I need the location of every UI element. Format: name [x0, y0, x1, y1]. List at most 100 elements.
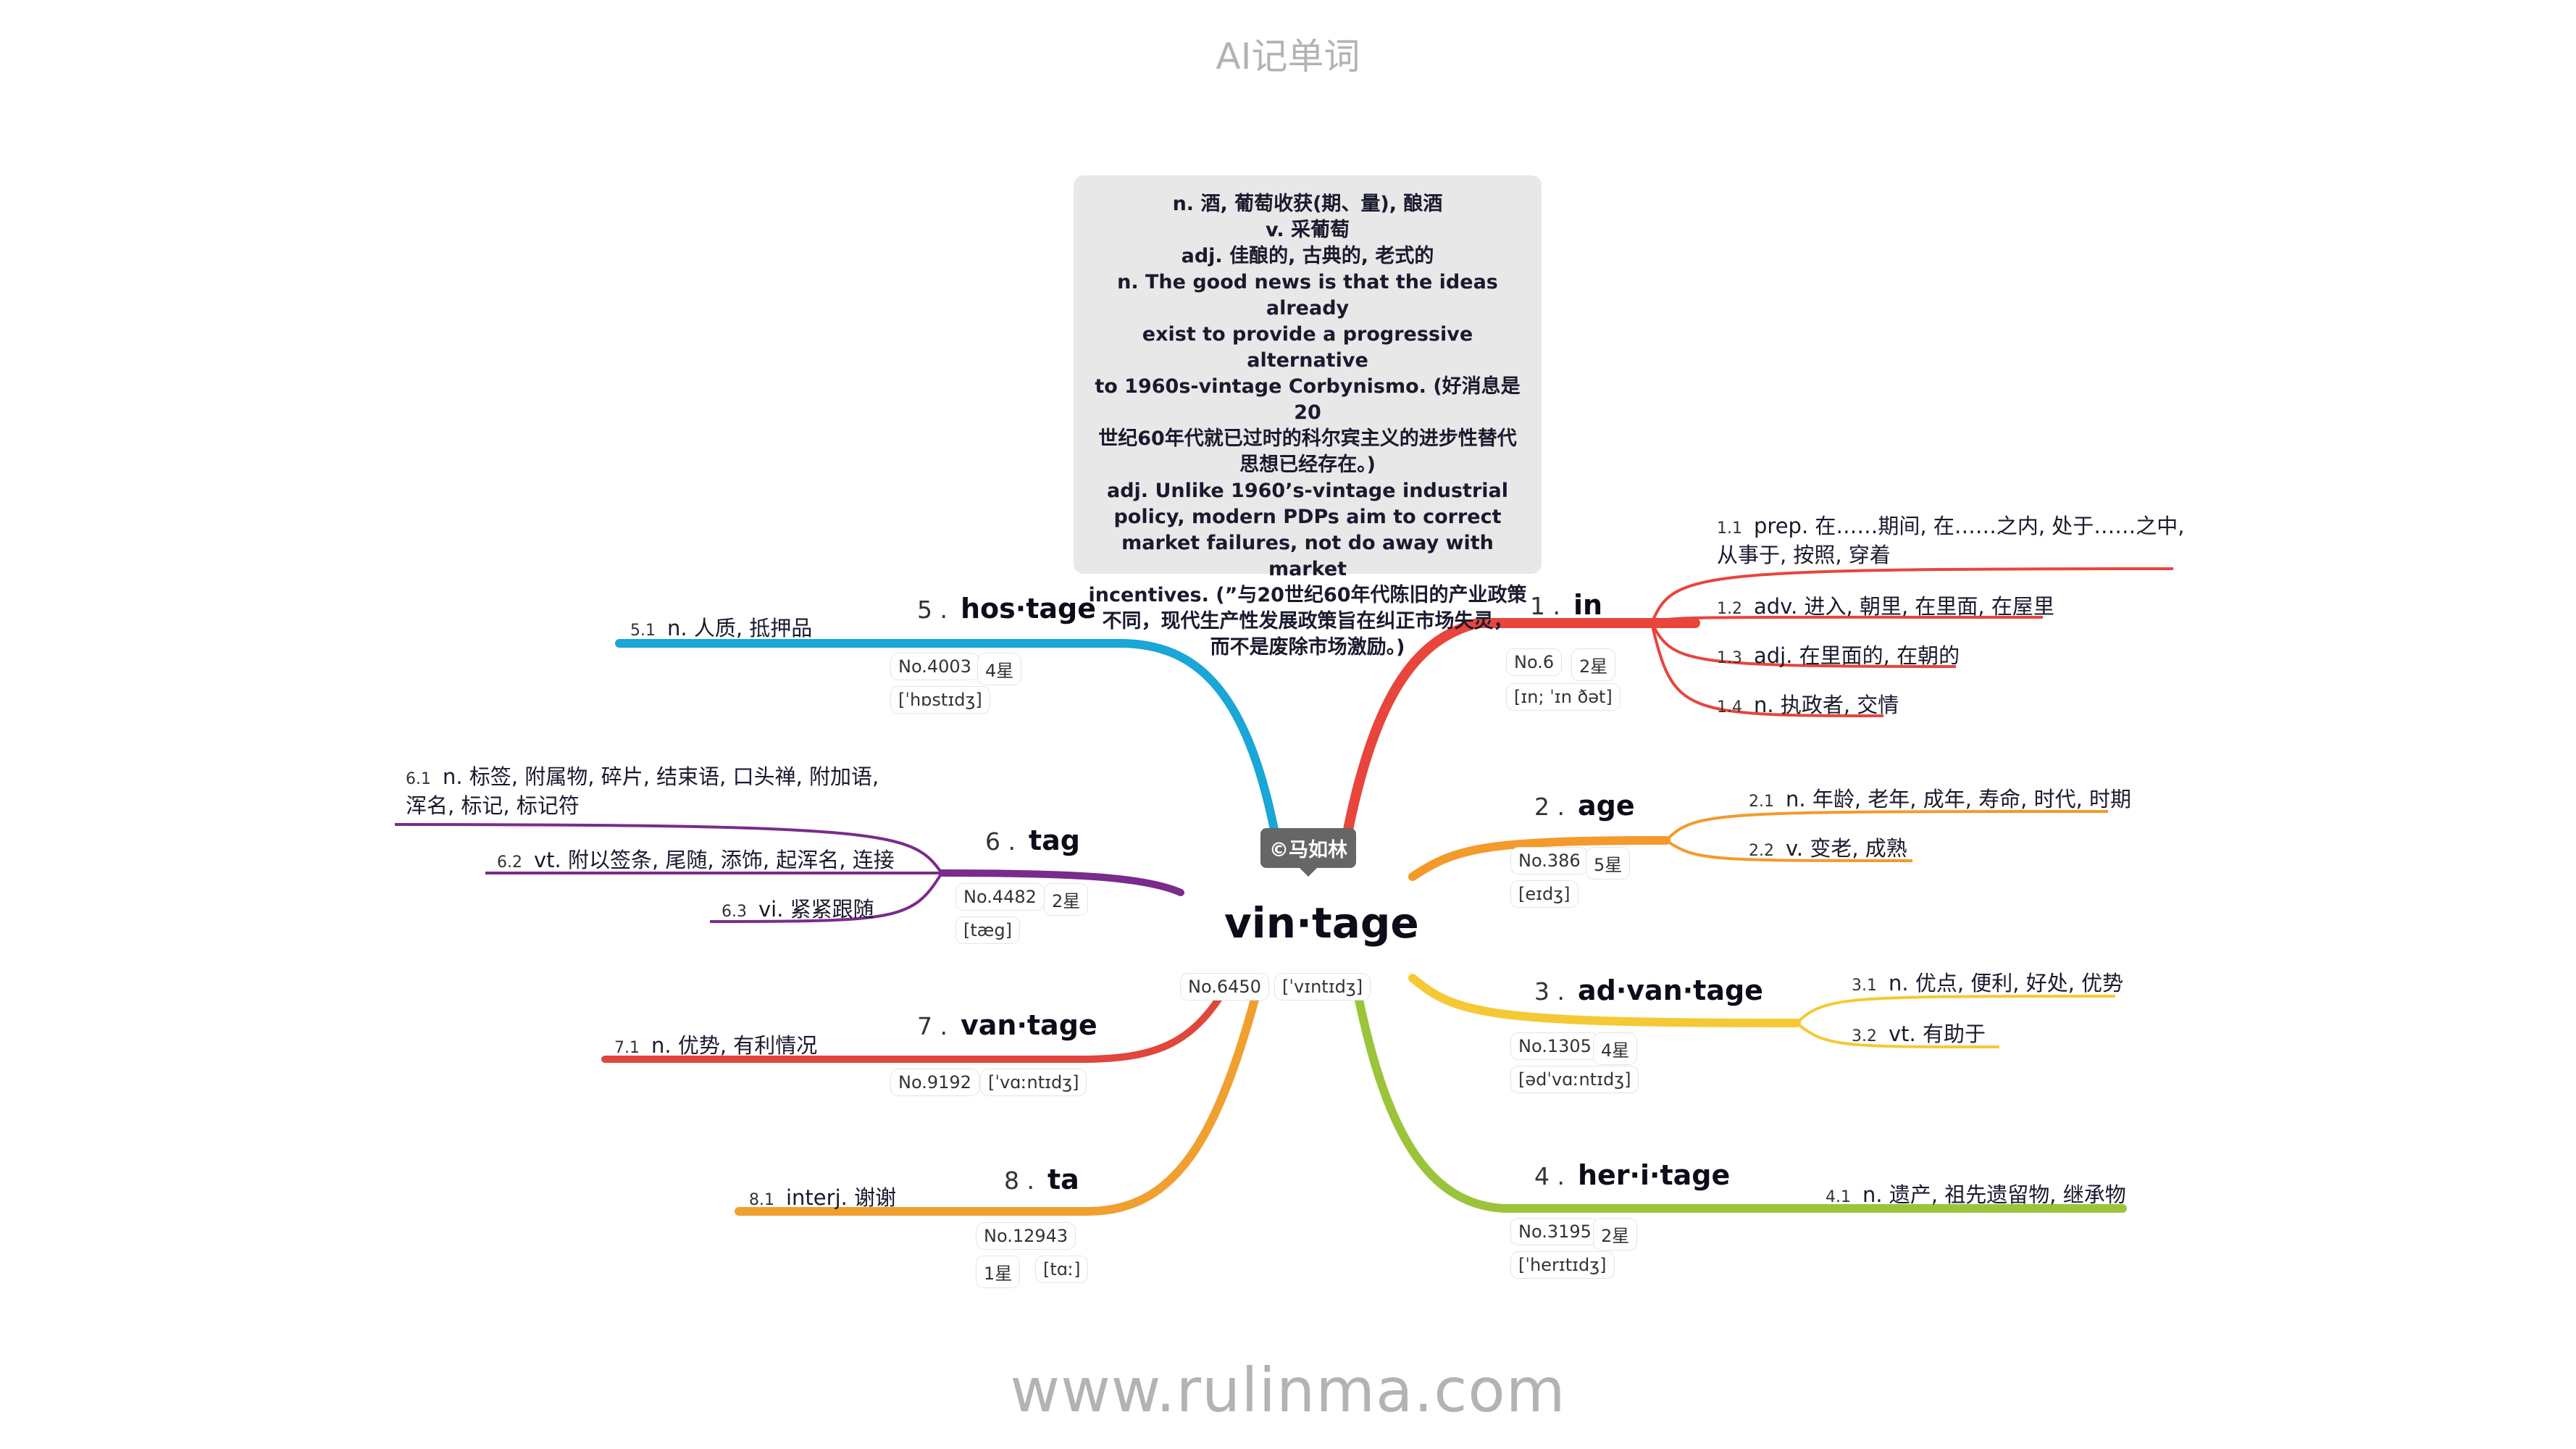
word-index: 3 . — [1534, 977, 1565, 1006]
definition-line: policy, modern PDPs aim to correct — [1113, 506, 1502, 528]
definition-line: to 1960s-vintage Corbynismo. (好消息是20 — [1095, 375, 1521, 424]
definition-line: 不同，现代生产性发展政策旨在纠正市场失灵， — [1102, 610, 1513, 632]
word-node-3[interactable]: 3 .ad·van·tage — [1534, 974, 1763, 1006]
footer-url[interactable]: www.rulinma.com — [1010, 1355, 1566, 1426]
word-ipa: [tæg] — [956, 917, 1019, 943]
sense-num: 6.2 — [497, 853, 522, 872]
sense-text: v. 变老, 成熟 — [1786, 836, 1907, 861]
definition-line: 思想已经存在。) — [1239, 454, 1376, 476]
definition-line: 而不是废除市场激励。) — [1210, 636, 1405, 659]
word-ipa: [ɪn; ˈɪn ðət] — [1507, 684, 1620, 710]
word-text: age — [1577, 790, 1635, 822]
sense-text: n. 执政者, 交情 — [1754, 693, 1899, 717]
sense-text: n. 标签, 附属物, 碎片, 结束语, 口头禅, 附加语, 浑名, 标记, 标… — [406, 764, 879, 818]
branch-7 — [601, 974, 1235, 1063]
word-index: 2 . — [1534, 793, 1565, 821]
definition-line: exist to provide a progressive alternati… — [1142, 323, 1473, 372]
branch-5 — [615, 639, 1279, 838]
sense-num: 2.2 — [1749, 842, 1774, 860]
word-index: 6 . — [985, 827, 1016, 856]
branch-3 — [1408, 974, 1801, 1027]
word-text: van·tage — [960, 1009, 1097, 1041]
word-ipa: [ədˈvɑːntɪdʒ] — [1511, 1066, 1639, 1093]
word-node-4[interactable]: 4 . her·i·tage — [1534, 1159, 1730, 1191]
sense-text: n. 遗产, 祖先遗留物, 继承物 — [1862, 1182, 2126, 1207]
word-text: hos·tage — [960, 593, 1096, 625]
sense-link-1-4 — [1650, 622, 1884, 717]
sense-1-4: 1.4 n. 执政者, 交情 — [1717, 688, 1899, 719]
sense-5-1: 5.1 n. 人质, 抵押品 — [630, 611, 812, 642]
sense-num: 5.1 — [630, 622, 656, 640]
definition-line: n. 酒, 葡萄收获(期、量), 酿酒 — [1172, 193, 1443, 215]
sense-link-6-3 — [709, 872, 943, 923]
word-text: ta — [1047, 1164, 1079, 1195]
definition-line: market failures, not do away with market — [1121, 532, 1494, 580]
sense-text: n. 年龄, 老年, 成年, 寿命, 时代, 时期 — [1786, 787, 2131, 811]
sense-link-1-1 — [1650, 567, 2174, 624]
word-ipa: [ˈhɒstɪdʒ] — [891, 687, 990, 713]
sense-num: 2.1 — [1749, 793, 1774, 811]
word-rank: No.9192 — [891, 1069, 979, 1095]
sense-text: n. 人质, 抵押品 — [667, 616, 813, 640]
center-word[interactable]: vin·tage — [1224, 898, 1419, 948]
word-index: 4 . — [1534, 1162, 1565, 1190]
branch-6 — [938, 869, 1184, 896]
sense-text: vt. 附以签条, 尾随, 添饰, 起浑名, 连接 — [534, 848, 895, 872]
definition-box: n. 酒, 葡萄收获(期、量), 酿酒 v. 采葡萄 adj. 佳酿的, 古典的… — [1074, 175, 1542, 659]
word-rank: No.12943 — [977, 1223, 1076, 1249]
sense-num: 8.1 — [749, 1191, 774, 1209]
word-rank: No.1305 — [1511, 1033, 1599, 1059]
sense-text: prep. 在……期间, 在……之内, 处于……之中, 从事于, 按照, 穿着 — [1717, 514, 2185, 567]
sense-text: n. 优点, 便利, 好处, 优势 — [1889, 971, 2124, 995]
word-stars: 4星 — [978, 653, 1021, 685]
word-node-6[interactable]: 6 .tag — [985, 824, 1080, 856]
word-stars: 1星 — [977, 1256, 1020, 1287]
sense-2-1: 2.1 n. 年龄, 老年, 成年, 寿命, 时代, 时期 — [1749, 782, 2131, 813]
sense-link-6-1 — [394, 823, 943, 874]
word-stars: 5星 — [1586, 848, 1630, 879]
sense-num: 1.2 — [1717, 600, 1742, 618]
sense-link-2-1 — [1665, 810, 2109, 842]
sense-3-2: 3.2 vt. 有助于 — [1852, 1017, 1986, 1048]
word-node-8[interactable]: 8 . ta — [1004, 1164, 1079, 1195]
sense-text: vi. 紧紧跟随 — [758, 897, 874, 922]
word-stars: 2星 — [1572, 649, 1615, 680]
branch-1 — [1342, 618, 1700, 838]
sense-text: adj. 在里面的, 在朝的 — [1754, 643, 1960, 668]
word-index: 8 . — [1004, 1166, 1034, 1195]
definition-line: incentives. (”与20世纪60年代陈旧的产业政策 — [1088, 584, 1527, 606]
sense-text: interj. 谢谢 — [786, 1185, 897, 1210]
sense-link-3-2 — [1795, 1022, 2000, 1048]
word-node-1[interactable]: 1 .in — [1530, 589, 1602, 621]
definition-line: n. The good news is that the ideas alrea… — [1117, 271, 1498, 320]
word-stars: 2星 — [1045, 884, 1088, 915]
sense-num: 1.4 — [1717, 698, 1742, 717]
sense-link-1-3 — [1650, 622, 1957, 668]
sense-num: 3.2 — [1852, 1027, 1877, 1045]
word-stars: 2星 — [1594, 1219, 1637, 1250]
word-node-5[interactable]: 5 .hos·tage — [917, 593, 1096, 625]
sense-text: vt. 有助于 — [1889, 1022, 1986, 1046]
app-title: AI记单词 — [1216, 36, 1360, 78]
word-text: her·i·tage — [1577, 1159, 1731, 1191]
word-rank: No.4482 — [956, 884, 1044, 910]
branch-8 — [735, 974, 1265, 1216]
word-ipa: [ˈherɪtɪdʒ] — [1511, 1252, 1614, 1278]
sense-link-3-1 — [1795, 995, 2116, 1024]
word-node-2[interactable]: 2 . age — [1534, 790, 1635, 822]
word-rank: No.386 — [1511, 848, 1588, 874]
definition-line: adj. Unlike 1960’s-vintage industrial — [1106, 480, 1509, 502]
sense-2-2: 2.2 v. 变老, 成熟 — [1749, 832, 1907, 862]
word-index: 1 . — [1530, 592, 1560, 620]
word-node-7[interactable]: 7 .van·tage — [917, 1009, 1097, 1041]
definition-line: v. 采葡萄 — [1265, 219, 1350, 241]
center-ipa: [ˈvɪntɪdʒ] — [1275, 974, 1371, 1000]
